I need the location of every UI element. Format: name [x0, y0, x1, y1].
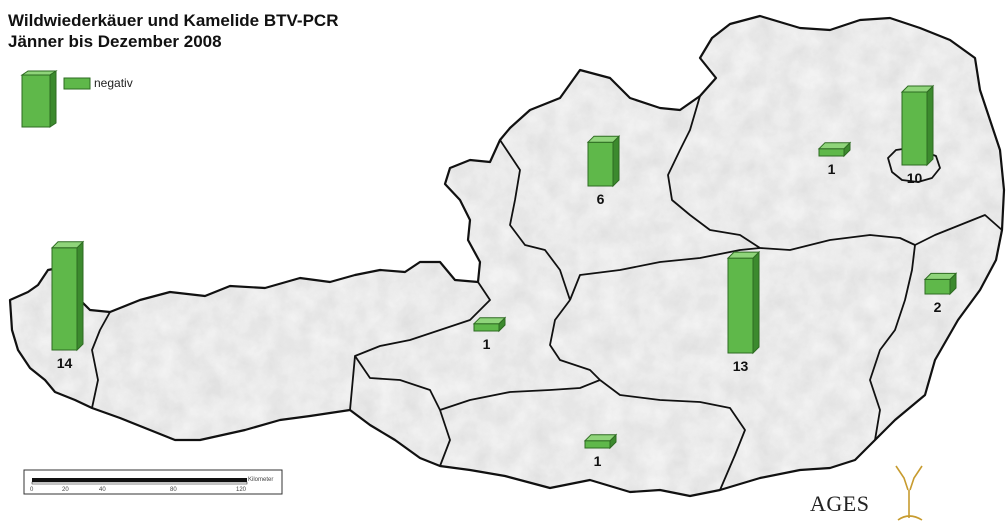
bar-front: [818, 148, 845, 157]
ages-logo-text: AGES: [810, 491, 870, 516]
bar-value-label: 10: [907, 170, 923, 186]
bar-top: [817, 142, 852, 150]
bar-front: [473, 323, 500, 332]
bar-top: [923, 272, 958, 280]
bar-front: [587, 141, 614, 187]
bar-5: 2: [923, 272, 958, 315]
scale-tick-120: 120: [236, 487, 247, 493]
bar-side: [752, 250, 760, 355]
bar-7: 1: [583, 433, 618, 469]
legend-swatch: [63, 77, 91, 90]
austria-outline: [8, 14, 1006, 498]
bar-top: [586, 135, 621, 143]
bar-1: 1: [472, 316, 507, 352]
title-line-2: Jänner bis Dezember 2008: [8, 32, 222, 51]
scale-tick-40: 40: [99, 487, 106, 493]
legend-symbol: [20, 70, 91, 128]
bars-layer: 14 1 6 1 10 2 13 1: [50, 84, 958, 469]
border-ooe-noe: [667, 95, 761, 249]
legend-big-bar-side: [49, 70, 57, 128]
bar-front: [901, 91, 928, 166]
bar-0: 14: [50, 240, 85, 371]
scale-tick-0: 0: [30, 487, 34, 493]
logo-figure-base: [897, 515, 923, 521]
bar-2: 6: [586, 134, 621, 207]
scale-unit: Kilometer: [248, 477, 273, 483]
border-burgenland-noe: [914, 214, 1003, 246]
legend-label: negativ: [94, 76, 133, 90]
bar-value-label: 1: [828, 161, 836, 177]
border-salzburg-ooe: [499, 139, 571, 301]
title-line-1: Wildwiederkäuer und Kamelide BTV-PCR: [8, 11, 339, 30]
austria-border: [8, 14, 1006, 498]
bar-side: [76, 240, 84, 352]
bar-value-label: 2: [934, 299, 942, 315]
bar-value-label: 1: [594, 453, 602, 469]
bar-6: 13: [726, 250, 761, 374]
bar-3: 1: [817, 141, 852, 177]
bar-value-label: 1: [483, 336, 491, 352]
bar-value-label: 13: [733, 358, 749, 374]
border-salzburg-kaernten: [439, 379, 601, 411]
legend-big-bar-front: [21, 74, 51, 128]
scale-bar-segment-black: [32, 478, 247, 482]
bar-top: [583, 434, 618, 442]
scale-bar: 0 20 40 80 120 Kilometer: [23, 469, 283, 495]
border-tirol-salzburg: [349, 281, 491, 411]
scale-bar-segment-white: [31, 481, 248, 485]
logo-figure-arm-right: [909, 465, 923, 491]
bar-top: [472, 317, 507, 325]
state-borders: [91, 95, 1003, 491]
bar-top: [726, 251, 761, 259]
bar-front: [727, 257, 754, 354]
bar-value-label: 6: [597, 191, 605, 207]
bar-front: [51, 247, 78, 351]
map-title: Wildwiederkäuer und Kamelide BTV-PCR Jän…: [8, 10, 338, 52]
bar-front: [924, 278, 951, 295]
scale-tick-80: 80: [170, 487, 177, 493]
border-salzburg-stmk: [549, 299, 601, 381]
bar-top: [900, 85, 935, 93]
bar-side: [612, 134, 620, 188]
scale-tick-20: 20: [62, 487, 69, 493]
border-stmk-burgenland: [869, 244, 916, 441]
border-stmk-kaernten: [599, 379, 746, 491]
relief-shading: [10, 16, 1004, 496]
border-ooe-stmk: [569, 247, 761, 301]
border-vorarlberg-tirol: [91, 311, 111, 409]
logo-figure-arm-left: [895, 465, 909, 491]
border-osttirol: [354, 355, 451, 467]
bar-4: 10: [900, 84, 935, 186]
bar-side: [926, 84, 934, 167]
border-stmk-noe: [759, 234, 916, 251]
ages-logo-figure: [895, 465, 923, 521]
bar-front: [584, 440, 611, 449]
bar-value-label: 14: [57, 355, 73, 371]
bar-top: [50, 241, 85, 249]
